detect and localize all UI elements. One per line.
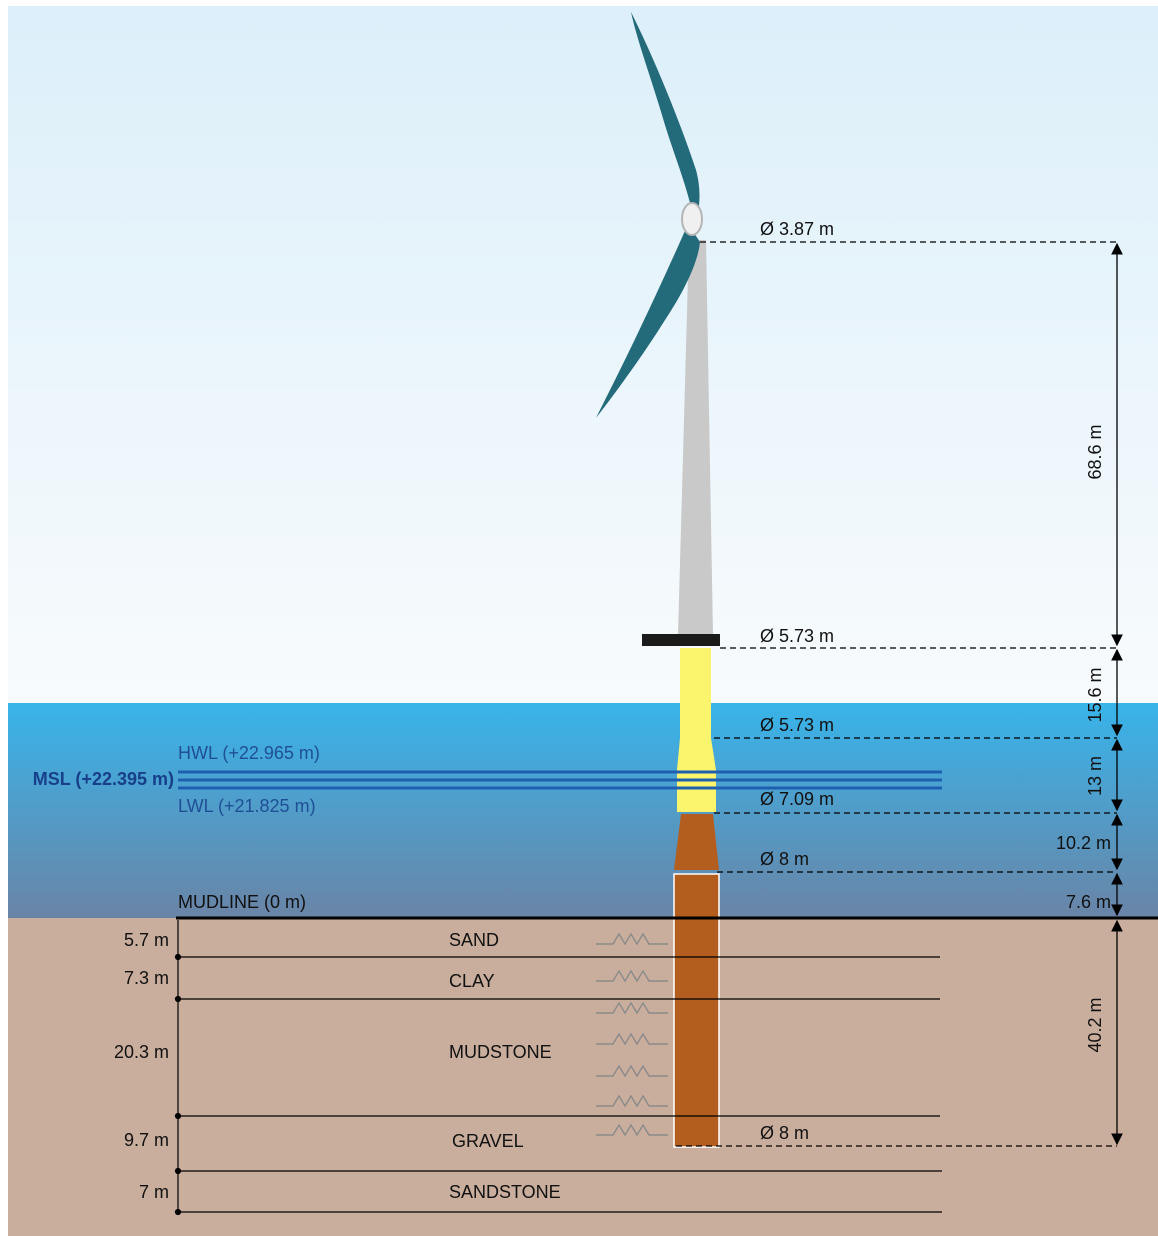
- soil-thickness-mudstone: 20.3 m: [114, 1042, 169, 1062]
- monopile: [673, 873, 720, 1148]
- diameter-label-hub: Ø 3.87 m: [760, 219, 834, 239]
- diameter-label-tower-base: Ø 5.73 m: [760, 626, 834, 646]
- height-label-transition-water: 13 m: [1085, 756, 1105, 796]
- diameter-label-monopile-top: Ø 8 m: [760, 849, 809, 869]
- height-label-cone: 10.2 m: [1056, 833, 1111, 853]
- platform-flange: [642, 634, 720, 646]
- turbine-hub: [681, 202, 703, 236]
- turbine-blade-upper: [631, 12, 700, 217]
- soil-thickness-sandstone: 7 m: [139, 1182, 169, 1202]
- diameter-label-transition-top: Ø 5.73 m: [760, 715, 834, 735]
- diameter-label-monopile-tip: Ø 8 m: [760, 1123, 809, 1143]
- soil-thickness-bar: [174, 920, 182, 1216]
- soil-layer-clay-label: CLAY: [449, 971, 495, 991]
- soil-springs: [596, 932, 668, 1137]
- height-label-tower: 68.6 m: [1085, 424, 1105, 479]
- lwl-label: LWL (+21.825 m): [178, 796, 316, 816]
- height-label-embedded-pile: 40.2 m: [1085, 997, 1105, 1052]
- dimension-reference-lines: [676, 241, 1117, 1147]
- soil-thickness-clay: 7.3 m: [124, 968, 169, 988]
- height-label-pile-water: 7.6 m: [1066, 892, 1111, 912]
- turbine-blade-lower: [596, 224, 700, 418]
- soil-layer-mudstone-label: MUDSTONE: [449, 1042, 552, 1062]
- soil-layer-gravel-label: GRAVEL: [452, 1131, 524, 1151]
- mudline-label: MUDLINE (0 m): [178, 892, 306, 912]
- soil-layer-sandstone-label: SANDSTONE: [449, 1182, 561, 1202]
- soil-thickness-gravel: 9.7 m: [124, 1130, 169, 1150]
- soil-boundaries: [176, 956, 942, 1213]
- diameter-label-transition-bottom: Ø 7.09 m: [760, 789, 834, 809]
- soil-layer-sand-label: SAND: [449, 930, 499, 950]
- monopile-cone: [674, 814, 719, 870]
- turbine-tower: [678, 240, 713, 635]
- seabed-soil: [8, 918, 1158, 1236]
- hwl-label: HWL (+22.965 m): [178, 743, 320, 763]
- soil-thickness-sand: 5.7 m: [124, 930, 169, 950]
- sky-background: [8, 6, 1158, 703]
- msl-label: MSL (+22.395 m): [33, 769, 174, 789]
- sea-background: [8, 703, 1158, 918]
- height-label-transition-air: 15.6 m: [1085, 667, 1105, 722]
